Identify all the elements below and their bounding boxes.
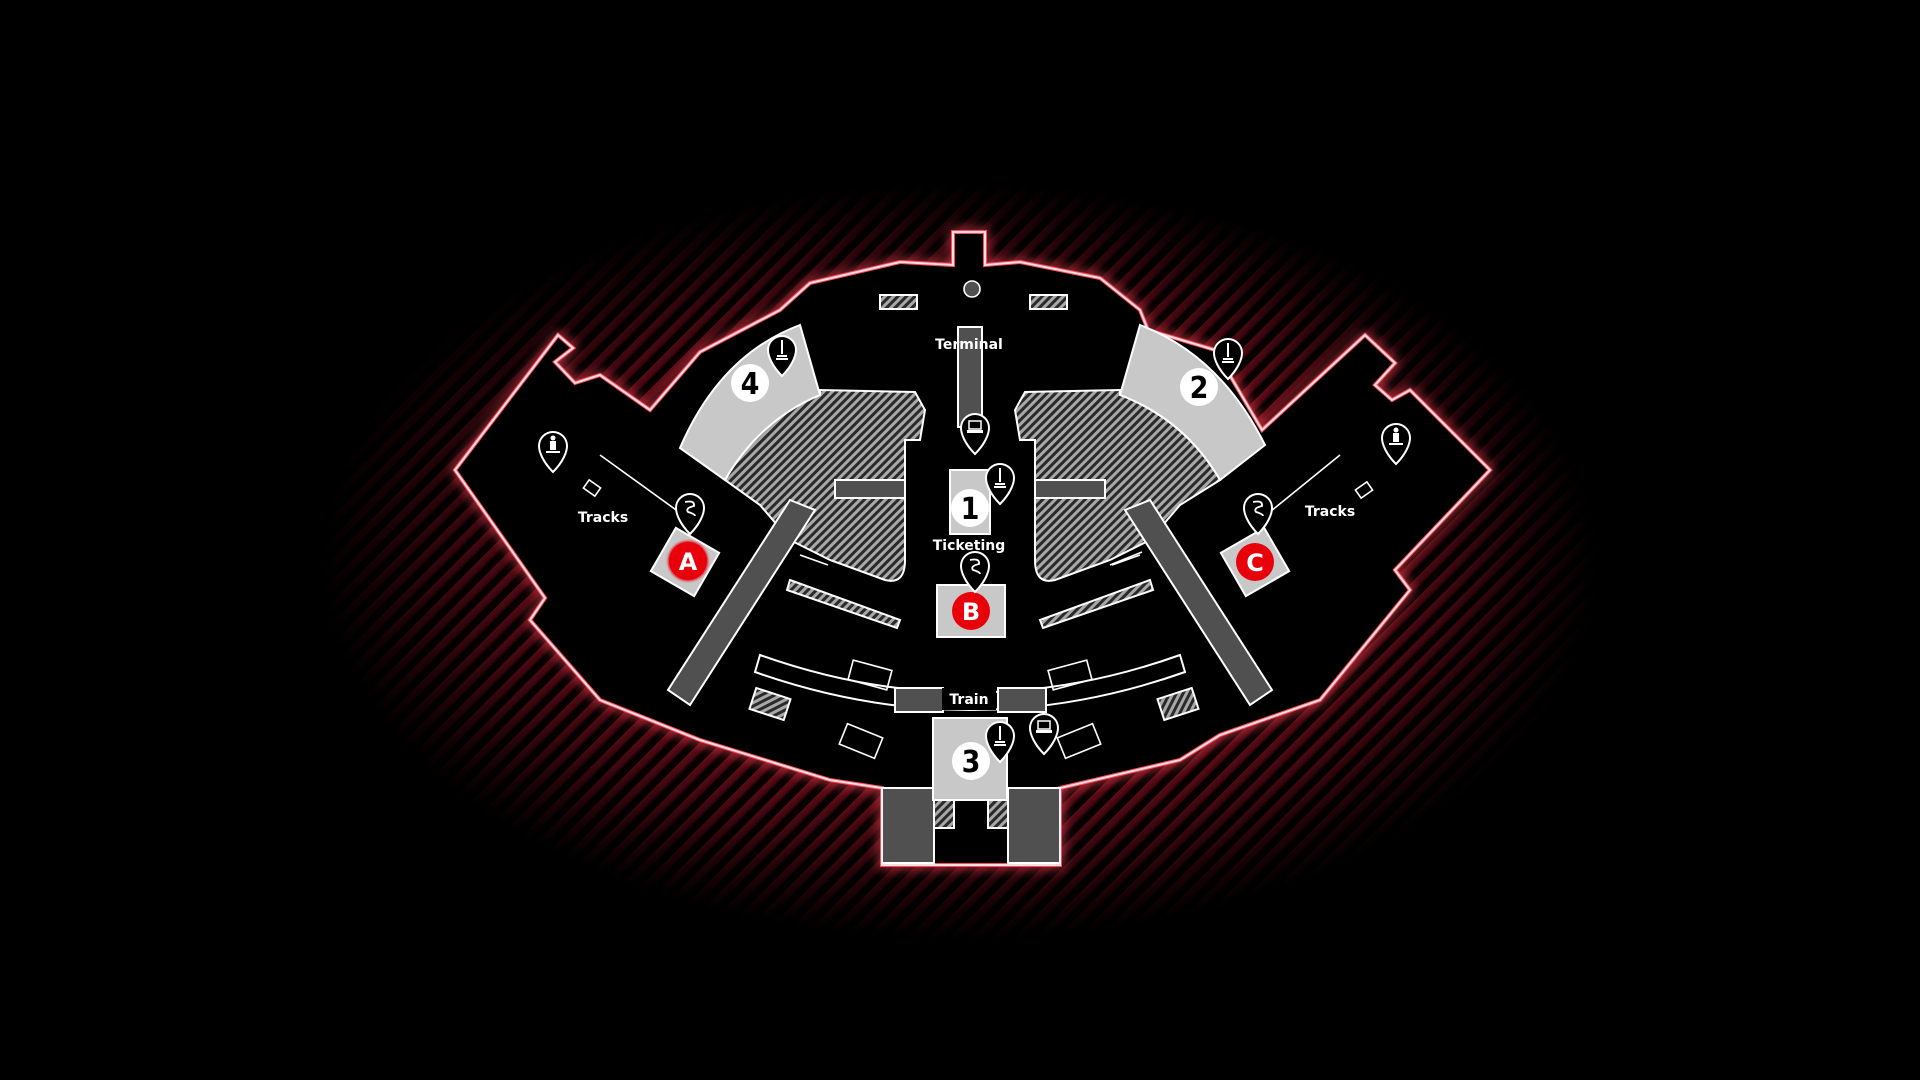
dragon-icon[interactable] xyxy=(1242,493,1274,536)
statue-icon[interactable] xyxy=(537,431,569,474)
label-terminal: Terminal xyxy=(935,337,1003,353)
laptop-icon[interactable] xyxy=(959,413,991,456)
spawn-4[interactable]: 4 xyxy=(731,364,769,402)
room-outlines xyxy=(582,280,1374,760)
hatched-areas xyxy=(723,294,1222,829)
label-tracks-right: Tracks xyxy=(1305,504,1355,520)
svg-text:1: 1 xyxy=(961,492,980,527)
site-b-marker[interactable]: B xyxy=(952,592,990,630)
spawn-2[interactable]: 2 xyxy=(1180,368,1218,406)
fountain-icon[interactable] xyxy=(984,463,1016,506)
dragon-icon[interactable] xyxy=(674,493,706,536)
dragon-icon[interactable] xyxy=(959,551,991,594)
pin-markers xyxy=(537,335,1412,764)
svg-text:4: 4 xyxy=(741,367,760,402)
label-train: Train xyxy=(949,692,988,708)
fountain-icon[interactable] xyxy=(766,335,798,378)
train-label-bg xyxy=(942,688,996,710)
svg-text:3: 3 xyxy=(962,745,981,780)
laptop-icon[interactable] xyxy=(1028,713,1060,756)
svg-text:B: B xyxy=(962,598,980,626)
label-ticketing: Ticketing xyxy=(933,538,1006,554)
fountain-icon[interactable] xyxy=(1212,338,1244,381)
spawn-1[interactable]: 1 xyxy=(951,489,989,527)
corridors xyxy=(666,326,1274,864)
site-a-marker[interactable]: A xyxy=(668,541,708,581)
label-tracks-left: Tracks xyxy=(578,510,628,526)
fountain-icon[interactable] xyxy=(984,721,1016,764)
site-c-marker[interactable]: C xyxy=(1236,543,1274,581)
svg-text:C: C xyxy=(1246,549,1264,577)
spawn-3[interactable]: 3 xyxy=(952,742,990,780)
svg-text:2: 2 xyxy=(1190,371,1209,406)
statue-icon[interactable] xyxy=(1380,423,1412,466)
svg-text:A: A xyxy=(679,548,698,576)
